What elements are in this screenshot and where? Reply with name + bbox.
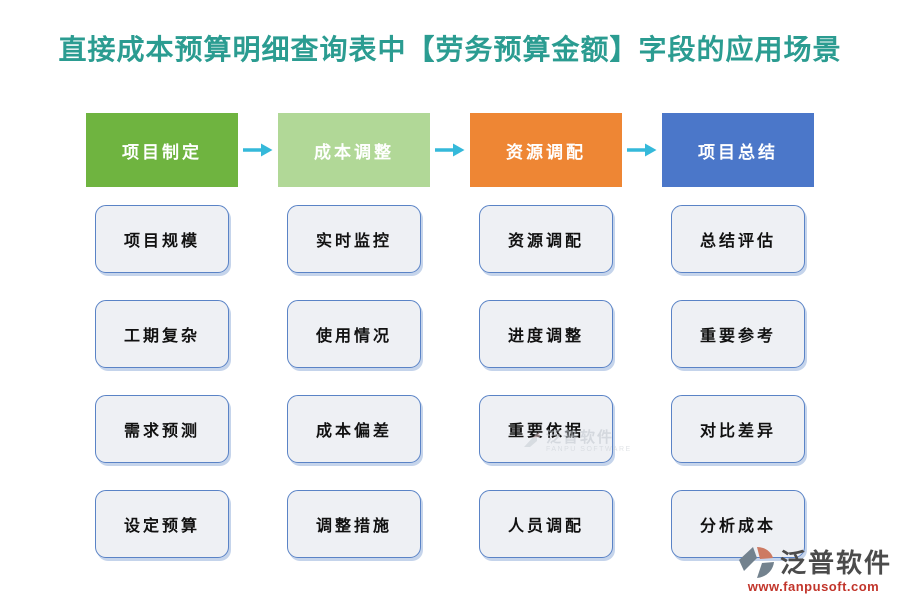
- stage2-item-1: 实时监控: [287, 205, 421, 273]
- stage4-item-3: 对比差异: [671, 395, 805, 463]
- stage4-item-4: 分析成本: [671, 490, 805, 558]
- flow-column-1: 项目制定 项目规模 工期复杂 需求预测 设定预算: [86, 113, 238, 558]
- stage4-item-2: 重要参考: [671, 300, 805, 368]
- brand-url: www.fanpusoft.com: [747, 579, 880, 594]
- brand-row: 泛普软件: [735, 544, 892, 582]
- flow-arrow-1: [238, 113, 278, 187]
- stage3-item-1: 资源调配: [479, 205, 613, 273]
- brand-name: 泛普软件: [779, 548, 892, 578]
- stage3-item-2: 进度调整: [479, 300, 613, 368]
- stage1-item-4: 设定预算: [95, 490, 229, 558]
- stage2-item-2: 使用情况: [287, 300, 421, 368]
- stage-header-1: 项目制定: [86, 113, 238, 187]
- stage1-item-2: 工期复杂: [95, 300, 229, 368]
- stage3-item-4: 人员调配: [479, 490, 613, 558]
- stage2-item-3: 成本偏差: [287, 395, 421, 463]
- flow-arrow-3: [622, 113, 662, 187]
- stage2-item-4: 调整措施: [287, 490, 421, 558]
- flow-arrow-2: [430, 113, 470, 187]
- stage4-item-1: 总结评估: [671, 205, 805, 273]
- flow-diagram: 项目制定 项目规模 工期复杂 需求预测 设定预算 成本调整 实时监控 使用情况 …: [86, 113, 814, 558]
- stage3-item-3: 重要依据: [479, 395, 613, 463]
- right-arrow-icon: [243, 143, 273, 157]
- brand-logo: 泛普软件 www.fanpusoft.com: [735, 544, 892, 594]
- flow-column-2: 成本调整 实时监控 使用情况 成本偏差 调整措施: [278, 113, 430, 558]
- stage-header-3: 资源调配: [470, 113, 622, 187]
- right-arrow-icon: [435, 143, 465, 157]
- stage-header-2: 成本调整: [278, 113, 430, 187]
- flow-column-3: 资源调配 资源调配 进度调整 重要依据 人员调配: [470, 113, 622, 558]
- right-arrow-icon: [627, 143, 657, 157]
- fanpu-logo-icon: [738, 547, 774, 578]
- stage1-item-3: 需求预测: [95, 395, 229, 463]
- stage-header-4: 项目总结: [662, 113, 814, 187]
- flow-column-4: 项目总结 总结评估 重要参考 对比差异 分析成本: [662, 113, 814, 558]
- page-title: 直接成本预算明细查询表中【劳务预算金额】字段的应用场景: [58, 34, 842, 65]
- stage1-item-1: 项目规模: [95, 205, 229, 273]
